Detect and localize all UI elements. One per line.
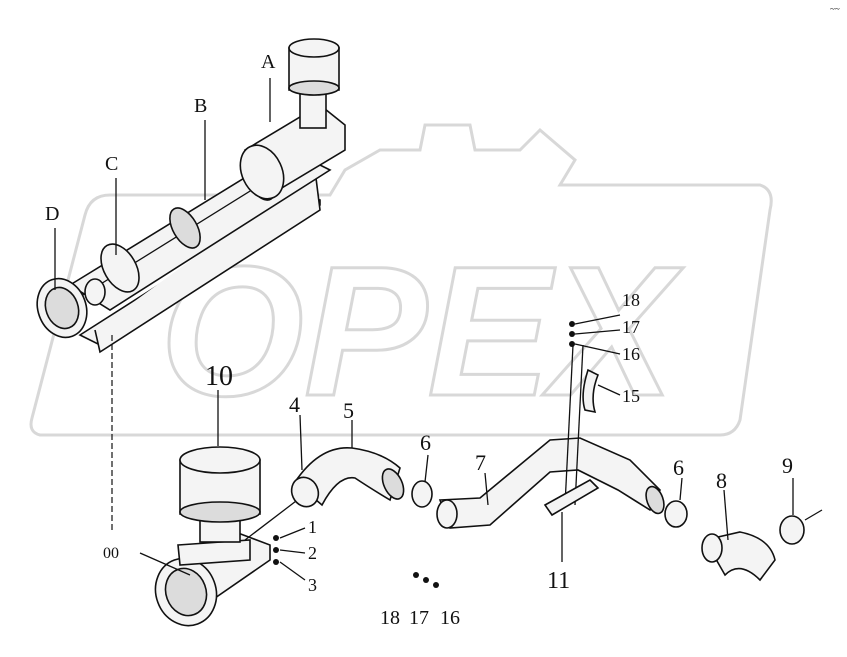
callout-18-bottom: 18	[380, 607, 400, 629]
callout-9: 9	[782, 453, 793, 478]
callout-D: D	[45, 203, 59, 225]
callout-labels: A B C D 10 4 5 6 7 6 8 9 18 17 16 15 11 …	[45, 51, 793, 629]
callout-16-top: 16	[622, 344, 640, 364]
callout-2: 2	[308, 543, 317, 563]
callout-4: 4	[289, 392, 300, 417]
support-bracket	[413, 314, 621, 588]
callout-16-bottom: 16	[440, 607, 460, 629]
callout-7: 7	[475, 450, 486, 475]
callout-10: 10	[205, 361, 233, 392]
callout-5: 5	[343, 398, 354, 423]
corner-mark: ~~	[830, 4, 840, 14]
callout-8: 8	[716, 468, 727, 493]
callout-00: 00	[103, 545, 119, 562]
callout-B: B	[194, 95, 207, 117]
callout-1: 1	[308, 517, 317, 537]
callout-11: 11	[547, 568, 570, 594]
callout-17-top: 17	[622, 317, 640, 337]
callout-6-left: 6	[420, 430, 431, 455]
callout-18-top: 18	[622, 290, 640, 310]
callout-C: C	[105, 153, 118, 175]
callout-15: 15	[622, 386, 640, 406]
main-pipe	[436, 437, 665, 529]
lower-air-cleaner	[139, 390, 306, 627]
outlet-hose	[664, 477, 823, 582]
upper-air-cleaner-assembly	[36, 38, 346, 354]
intake-hose	[290, 414, 405, 508]
callout-17-bottom: 17	[409, 607, 429, 629]
callout-A: A	[261, 51, 276, 73]
callout-3: 3	[308, 575, 317, 595]
callout-6-right: 6	[673, 455, 684, 480]
clamp-6-left	[411, 454, 433, 508]
